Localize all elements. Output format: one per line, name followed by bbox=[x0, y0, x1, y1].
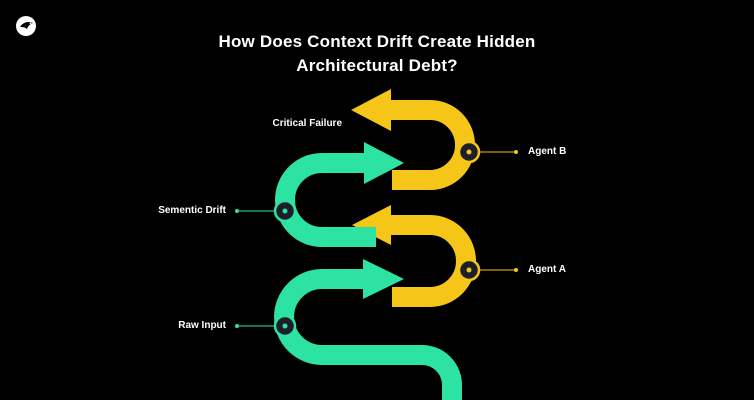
page-title: How Does Context Drift Create Hidden Arc… bbox=[0, 30, 754, 78]
semantic-drift-arrow bbox=[364, 142, 404, 184]
label-critical-failure: Critical Failure bbox=[272, 118, 342, 129]
bird-logo-icon bbox=[14, 14, 38, 38]
sementic-drift-node bbox=[235, 199, 297, 223]
agent-a-arrow bbox=[352, 205, 391, 245]
label-agent-b: Agent B bbox=[528, 146, 567, 157]
critical-failure-arrow bbox=[351, 89, 391, 131]
raw-input-arrow bbox=[363, 259, 404, 299]
agent-a-node bbox=[457, 258, 518, 282]
agent-b-path bbox=[382, 100, 475, 190]
title-line-2: Architectural Debt? bbox=[296, 56, 458, 75]
agent-b-node bbox=[457, 140, 518, 164]
label-raw-input: Raw Input bbox=[178, 320, 226, 331]
raw-input-node bbox=[235, 314, 297, 338]
raw-input-path bbox=[274, 269, 462, 400]
title-line-1: How Does Context Drift Create Hidden bbox=[218, 32, 536, 51]
agent-a-path bbox=[382, 215, 476, 307]
label-sementic-drift: Sementic Drift bbox=[158, 205, 226, 216]
label-agent-a: Agent A bbox=[528, 264, 566, 275]
